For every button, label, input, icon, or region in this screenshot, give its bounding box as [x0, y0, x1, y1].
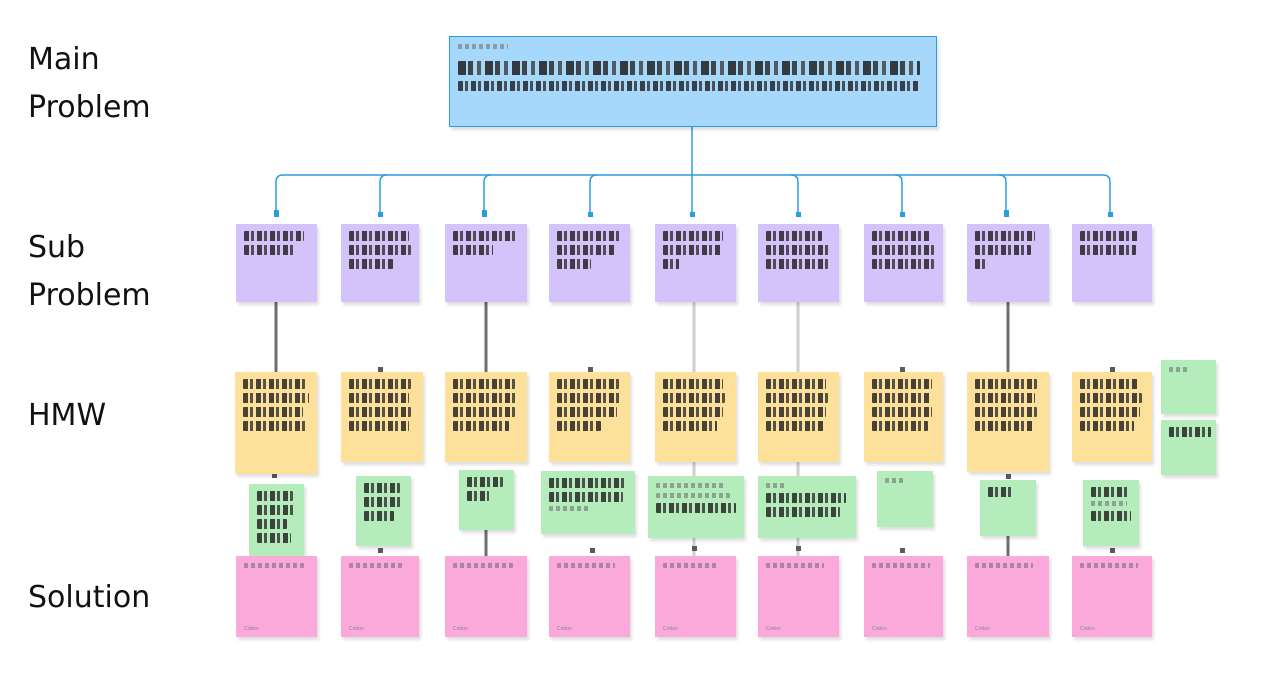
- idea-note[interactable]: [541, 471, 635, 534]
- hmw-note[interactable]: [235, 372, 317, 474]
- hmw-note[interactable]: [341, 372, 423, 462]
- hmw-note[interactable]: [1072, 372, 1152, 462]
- hmw-note[interactable]: [549, 372, 630, 462]
- sub-problem-note[interactable]: [341, 224, 419, 302]
- solution-note-footer: Cotton: [349, 626, 364, 632]
- hmw-note[interactable]: [967, 372, 1049, 472]
- hmw-note[interactable]: [445, 372, 527, 462]
- solution-note[interactable]: Cotton: [655, 556, 736, 637]
- idea-note[interactable]: [877, 471, 933, 527]
- solution-note-footer: Cotton: [453, 626, 468, 632]
- idea-note[interactable]: [249, 484, 304, 564]
- solution-note-footer: Cotton: [975, 626, 990, 632]
- row-label-solution: Solution: [28, 580, 151, 615]
- sub-problem-note[interactable]: [236, 224, 317, 302]
- idea-note[interactable]: [459, 470, 514, 530]
- row-label-sub-problem: Sub Problem: [28, 230, 151, 313]
- solution-note[interactable]: Cotton: [1072, 556, 1152, 637]
- solution-note[interactable]: Cotton: [758, 556, 839, 637]
- sub-problem-note[interactable]: [1072, 224, 1152, 302]
- idea-note[interactable]: [1083, 480, 1139, 546]
- solution-note[interactable]: Cotton: [864, 556, 943, 637]
- solution-note[interactable]: Cotton: [445, 556, 527, 637]
- idea-note[interactable]: [980, 480, 1036, 536]
- hmw-note[interactable]: [655, 372, 736, 462]
- sub-problem-note[interactable]: [864, 224, 943, 302]
- solution-note-footer: Cotton: [557, 626, 572, 632]
- idea-note[interactable]: [648, 476, 744, 538]
- sub-problem-note[interactable]: [758, 224, 839, 302]
- solution-note[interactable]: Cotton: [549, 556, 630, 637]
- sub-problem-note[interactable]: [549, 224, 630, 302]
- solution-note-footer: Cotton: [663, 626, 678, 632]
- idea-note[interactable]: [1161, 420, 1216, 475]
- sub-problem-note[interactable]: [445, 224, 527, 302]
- solution-note-footer: Cotton: [1080, 626, 1095, 632]
- main-problem-note[interactable]: [449, 36, 937, 127]
- solution-note-footer: Cotton: [872, 626, 887, 632]
- row-label-main-problem: Main Problem: [28, 42, 151, 125]
- idea-note[interactable]: [356, 476, 411, 546]
- solution-note[interactable]: Cotton: [967, 556, 1049, 637]
- solution-note-footer: Cotton: [244, 626, 259, 632]
- hmw-note[interactable]: [864, 372, 943, 462]
- sub-problem-note[interactable]: [967, 224, 1049, 302]
- sub-problem-note[interactable]: [655, 224, 736, 302]
- idea-note[interactable]: [758, 476, 856, 538]
- solution-note[interactable]: Cotton: [341, 556, 419, 637]
- solution-note[interactable]: Cotton: [236, 556, 317, 637]
- hmw-note[interactable]: [758, 372, 839, 462]
- solution-note-footer: Cotton: [766, 626, 781, 632]
- row-label-hmw: HMW: [28, 398, 107, 433]
- idea-note[interactable]: [1161, 360, 1216, 414]
